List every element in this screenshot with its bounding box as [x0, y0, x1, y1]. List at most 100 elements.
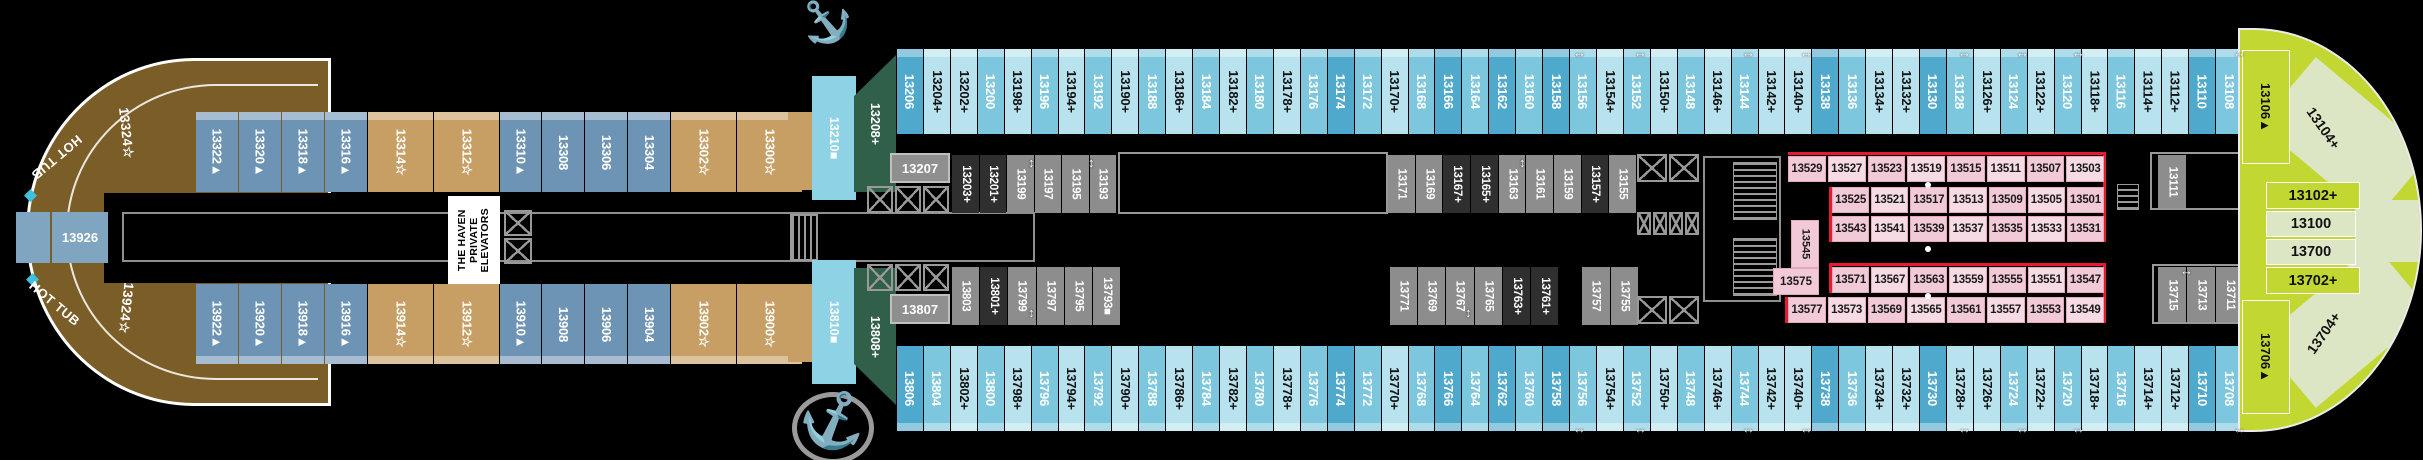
cabin-13168[interactable]: 13168	[1408, 49, 1435, 134]
cabin-13920[interactable]: 13920▲	[238, 284, 281, 364]
cabin-13138[interactable]: 13138	[1812, 49, 1839, 134]
cabin-13545[interactable]: 13545	[1791, 220, 1819, 268]
cabin-13188[interactable]: 13188	[1139, 49, 1166, 134]
cabin-13771[interactable]: 13771	[1390, 267, 1418, 325]
cabin-13178[interactable]: 13178+	[1273, 49, 1300, 134]
cabin-13571[interactable]: 13571	[1832, 267, 1870, 293]
cabin-13547[interactable]: 13547	[2066, 267, 2104, 293]
cabin-13163[interactable]: 13163	[1498, 155, 1526, 213]
cabin-13800[interactable]: 13800	[977, 346, 1004, 431]
elevator-icon[interactable]	[1637, 296, 1699, 324]
cabin-13167[interactable]: 13167+	[1443, 155, 1471, 213]
cabin-13748[interactable]: 13748	[1677, 346, 1704, 431]
cabin-13170[interactable]: 13170+	[1381, 49, 1408, 134]
cabin-13529[interactable]: 13529	[1788, 156, 1826, 182]
cabin-13782[interactable]: 13782+	[1220, 346, 1246, 431]
cabin-13144[interactable]: 13144	[1731, 49, 1758, 134]
cabin-13810[interactable]: 13810■	[812, 260, 856, 384]
cabin-13519[interactable]: 13519	[1907, 156, 1945, 182]
cabin-13320[interactable]: 13320▲	[238, 112, 281, 192]
cabin-13728[interactable]: 13728+	[1946, 346, 1973, 431]
cabin-13142[interactable]: 13142+	[1758, 49, 1785, 134]
cabin-13192[interactable]: 13192	[1085, 49, 1112, 134]
cabin-13174[interactable]: 13174	[1327, 49, 1354, 134]
cabin-13199[interactable]: 13199	[1007, 155, 1034, 213]
cabin-13569[interactable]: 13569	[1867, 297, 1906, 323]
cabin-13198[interactable]: 13198+	[1004, 49, 1031, 134]
cabin-13539[interactable]: 13539	[1910, 216, 1948, 242]
cabin-13531[interactable]: 13531	[2066, 216, 2104, 242]
cabin-13106[interactable]: 13106▲	[2242, 50, 2290, 164]
cabin-13784[interactable]: 13784	[1193, 346, 1220, 431]
cabin-13914[interactable]: 13914☆	[367, 284, 433, 364]
cabin-13308[interactable]: 13308	[542, 112, 585, 192]
cabin-13577[interactable]: 13577	[1788, 297, 1826, 323]
cabin-13761[interactable]: 13761+	[1530, 267, 1559, 325]
cabin-13720[interactable]: 13720	[2054, 346, 2081, 431]
cabin-13318[interactable]: 13318▲	[281, 112, 324, 192]
cabin-13780[interactable]: 13780	[1246, 346, 1273, 431]
cabin-13734[interactable]: 13734+	[1866, 346, 1893, 431]
cabin-13136[interactable]: 13136	[1839, 49, 1866, 134]
cabin-13155[interactable]: 13155	[1609, 155, 1637, 213]
cabin-13160[interactable]: 13160	[1516, 49, 1543, 134]
cabin-13730[interactable]: 13730	[1920, 346, 1946, 431]
cabin-13736[interactable]: 13736	[1839, 346, 1866, 431]
cabin-13126[interactable]: 13126+	[1973, 49, 2000, 134]
cabin-13755[interactable]: 13755	[1610, 267, 1638, 325]
cabin-13513[interactable]: 13513	[1949, 187, 1987, 213]
cabin-13116[interactable]: 13116	[2108, 49, 2135, 134]
cabin-13796[interactable]: 13796	[1031, 346, 1058, 431]
cabin-13732[interactable]: 13732+	[1893, 346, 1920, 431]
cabin-13551[interactable]: 13551	[2027, 267, 2065, 293]
cabin-13722[interactable]: 13722+	[2027, 346, 2054, 431]
cabin-13140[interactable]: 13140+	[1785, 49, 1812, 134]
cabin-13302[interactable]: 13302☆	[671, 112, 737, 192]
cabin-13706[interactable]: 13706▲	[2242, 300, 2290, 414]
cabin-13156[interactable]: 13156	[1570, 49, 1596, 134]
cabin-13172[interactable]: 13172	[1354, 49, 1381, 134]
cabin-13559[interactable]: 13559	[1949, 267, 1987, 293]
cabin-13793[interactable]: 13793■	[1092, 267, 1121, 325]
cabin-13702[interactable]: 13702+	[2266, 267, 2360, 294]
cabin-13533[interactable]: 13533	[2027, 216, 2065, 242]
cabin-13206[interactable]: 13206	[897, 49, 923, 134]
cabin-13776[interactable]: 13776	[1300, 346, 1327, 431]
cabin-13190[interactable]: 13190+	[1112, 49, 1139, 134]
cabin-13926[interactable]: 13926	[52, 212, 108, 263]
cabin-13758[interactable]: 13758	[1543, 346, 1570, 431]
cabin-13778[interactable]: 13778+	[1273, 346, 1300, 431]
cabin-13118[interactable]: 13118+	[2081, 49, 2108, 134]
cabin-13767[interactable]: 13767	[1446, 267, 1474, 325]
cabin-13154[interactable]: 13154+	[1596, 49, 1623, 134]
cabin-13804[interactable]: 13804	[923, 346, 950, 431]
cabin-13525[interactable]: 13525	[1832, 187, 1870, 213]
cabin-13159[interactable]: 13159	[1554, 155, 1581, 213]
cabin-13195[interactable]: 13195	[1062, 155, 1089, 213]
cabin-13204[interactable]: 13204+	[923, 49, 950, 134]
cabin-13740[interactable]: 13740+	[1785, 346, 1812, 431]
cabin-13918[interactable]: 13918▲	[281, 284, 324, 364]
cabin-13768[interactable]: 13768	[1408, 346, 1435, 431]
cabin-13752[interactable]: 13752	[1623, 346, 1650, 431]
cabin-13515[interactable]: 13515	[1947, 156, 1985, 182]
cabin-13746[interactable]: 13746+	[1704, 346, 1731, 431]
cabin-13134[interactable]: 13134+	[1866, 49, 1893, 134]
cabin-13114[interactable]: 13114+	[2135, 49, 2162, 134]
cabin-13200[interactable]: 13200	[977, 49, 1004, 134]
cabin-13310[interactable]: 13310▲	[499, 112, 542, 192]
cabin-13714[interactable]: 13714+	[2135, 346, 2162, 431]
cabin-13314[interactable]: 13314☆	[367, 112, 433, 192]
cabin-13563[interactable]: 13563	[1910, 267, 1948, 293]
cabin-13557[interactable]: 13557	[1986, 297, 2025, 323]
cabin-13132[interactable]: 13132+	[1893, 49, 1920, 134]
cabin-13505[interactable]: 13505	[2027, 187, 2065, 213]
cabin-13162[interactable]: 13162	[1489, 49, 1516, 134]
cabin-13549[interactable]: 13549	[2066, 297, 2104, 323]
cabin-13511[interactable]: 13511	[1986, 156, 2025, 182]
cabin-13738[interactable]: 13738	[1812, 346, 1839, 431]
cabin-13148[interactable]: 13148	[1677, 49, 1704, 134]
cabin-13798[interactable]: 13798+	[1004, 346, 1031, 431]
cabin-13517[interactable]: 13517	[1910, 187, 1948, 213]
cabin-13774[interactable]: 13774	[1327, 346, 1354, 431]
